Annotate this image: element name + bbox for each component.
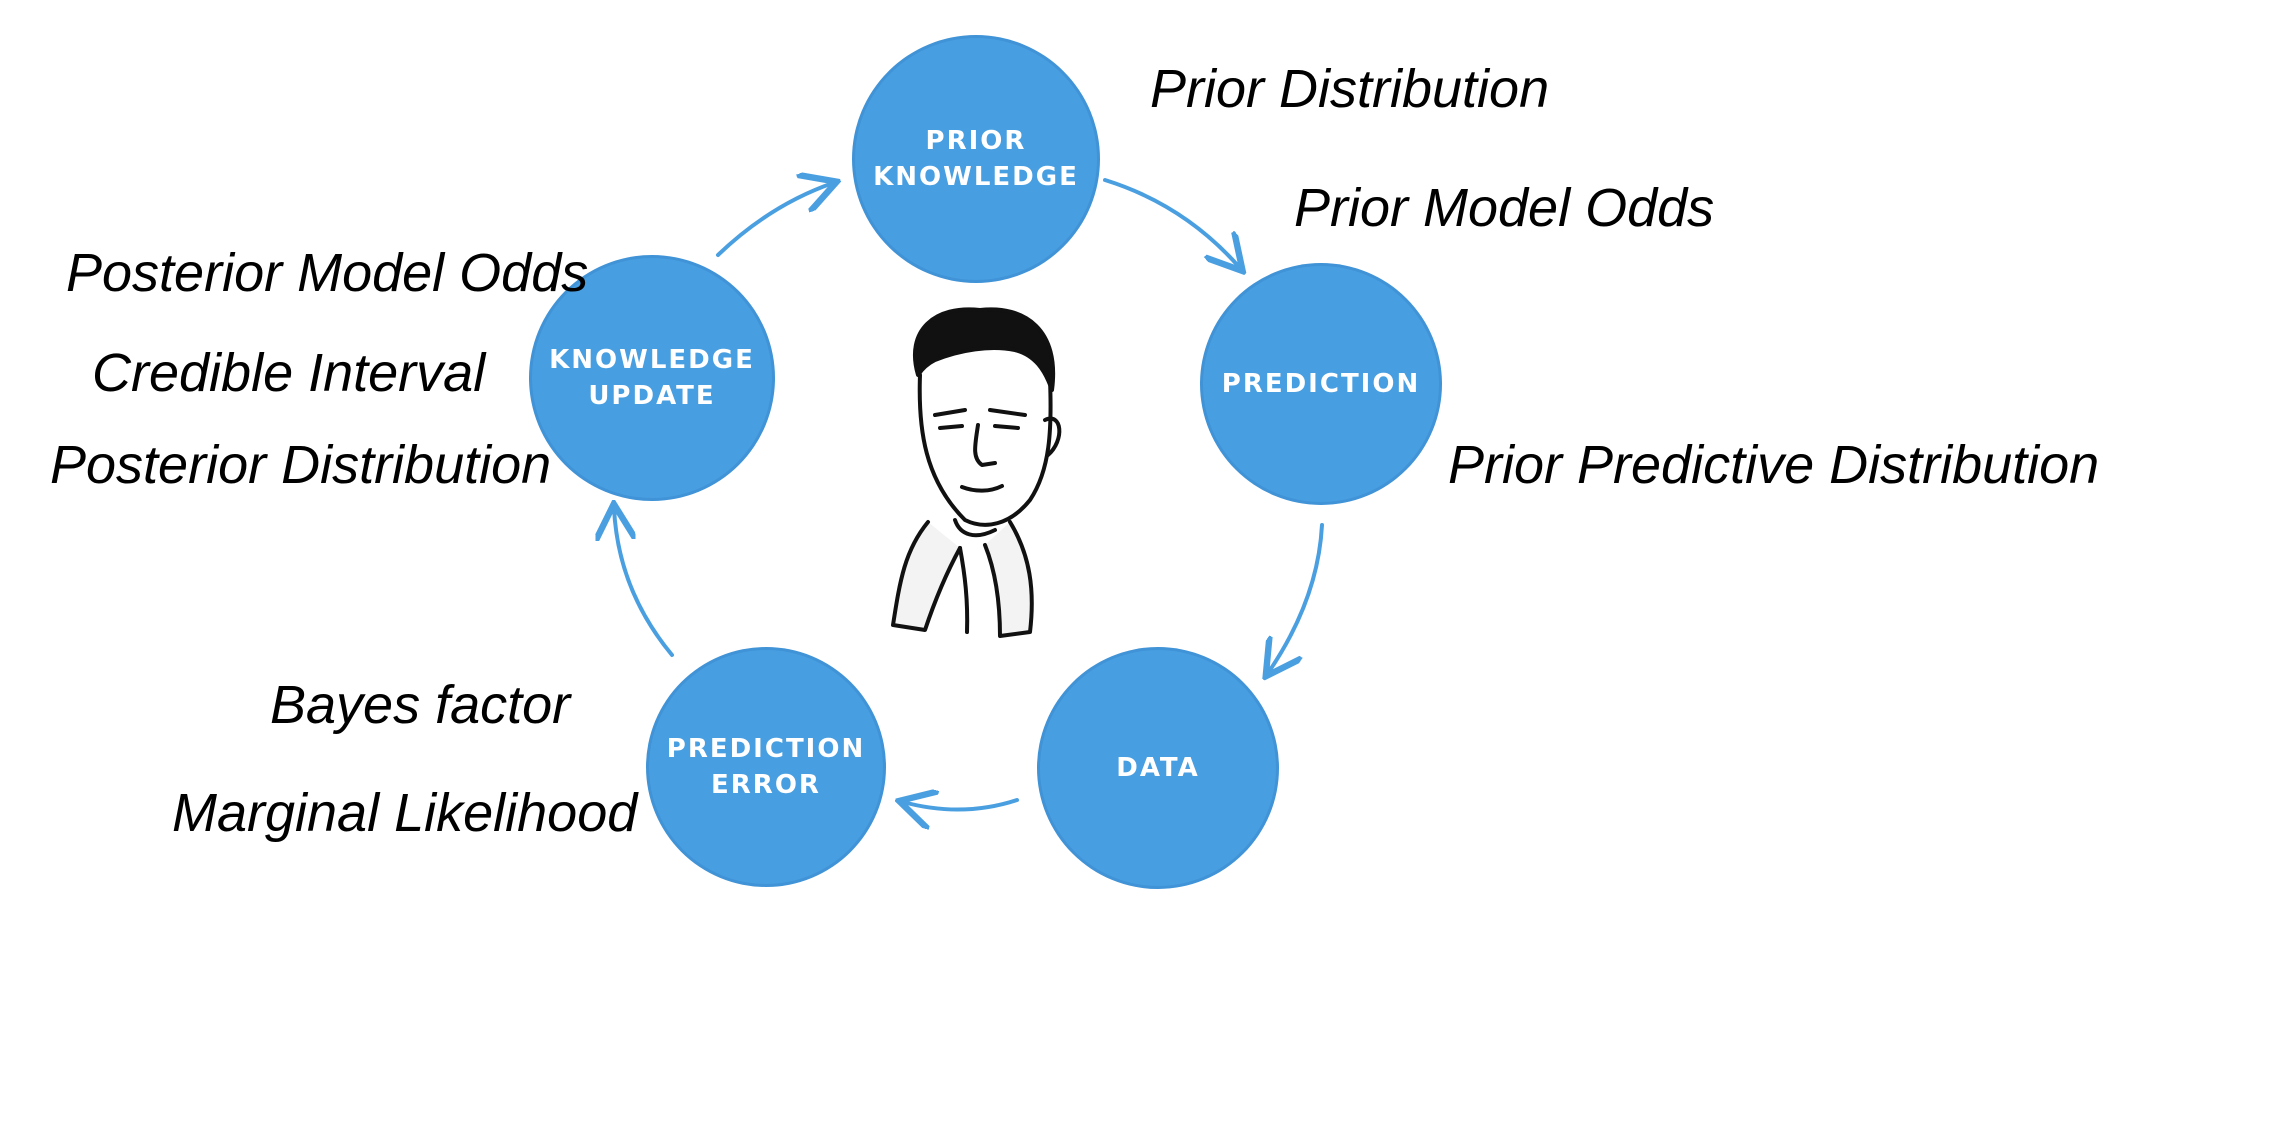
term-credible-interval: Credible Interval xyxy=(92,343,486,403)
term-posterior-distribution: Posterior Distribution xyxy=(50,435,552,495)
arrow-prediction-to-data xyxy=(1268,523,1324,673)
node-label-line: Prediction xyxy=(1221,369,1421,399)
node-data: Data xyxy=(1040,650,1276,886)
node-label-line: Data xyxy=(1116,753,1200,783)
node-data-label: Data xyxy=(1116,750,1200,786)
node-label-line: Error xyxy=(711,770,821,800)
arrow-prior-to-prediction xyxy=(1103,178,1240,268)
node-label-line: Prediction xyxy=(666,734,866,764)
arrow-data-to-error xyxy=(903,800,1019,810)
node-prior-knowledge: Prior Knowledge xyxy=(855,38,1097,280)
node-knowledge-update-label: Knowledge Update xyxy=(549,342,755,414)
node-label-line: Update xyxy=(588,381,716,411)
node-knowledge-update: Knowledge Update xyxy=(532,258,772,498)
node-prediction: Prediction xyxy=(1203,266,1439,502)
term-prior-distribution: Prior Distribution xyxy=(1150,59,1550,119)
node-label-line: Prior xyxy=(925,126,1027,156)
term-prior-model-odds: Prior Model Odds xyxy=(1294,178,1715,238)
term-marginal-likelihood: Marginal Likelihood xyxy=(172,783,638,843)
node-prediction-label: Prediction xyxy=(1222,366,1420,402)
term-bayes-factor: Bayes factor xyxy=(270,675,571,735)
node-prediction-error: Prediction Error xyxy=(649,650,883,884)
arrow-error-to-update xyxy=(614,508,674,657)
node-prediction-error-label: Prediction Error xyxy=(667,731,865,803)
arrow-update-to-prior xyxy=(716,183,833,257)
term-prior-predictive-distribution: Prior Predictive Distribution xyxy=(1448,435,2100,495)
node-prior-knowledge-label: Prior Knowledge xyxy=(873,123,1079,195)
term-posterior-model-odds: Posterior Model Odds xyxy=(66,243,589,303)
node-label-line: Knowledge xyxy=(873,162,1079,192)
portrait-sketch xyxy=(891,307,1062,638)
node-label-line: Knowledge xyxy=(549,345,755,375)
